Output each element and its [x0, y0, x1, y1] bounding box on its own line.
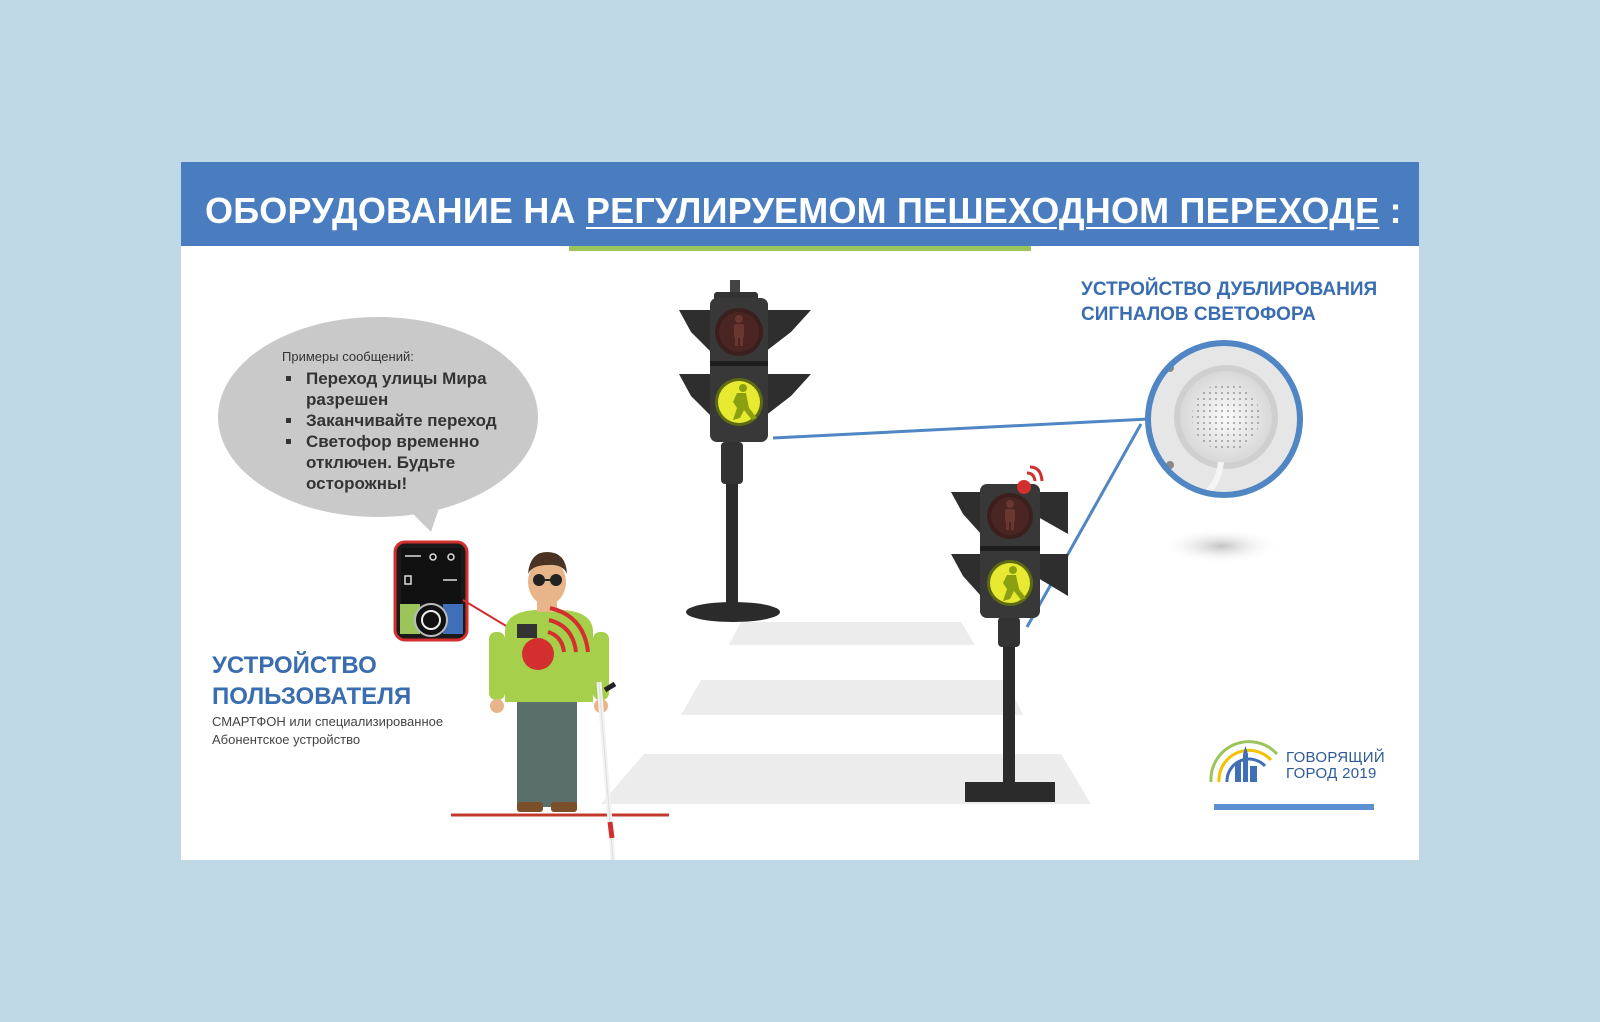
pedestrian-icon	[733, 384, 757, 420]
examples-list: Переход улицы Мира разрешен Заканчивайте…	[282, 368, 512, 494]
brand-name: ГОВОРЯЩИЙ ГОРОД 2019	[1286, 750, 1416, 782]
user-device-subtitle-line2: Абонентское устройство	[212, 732, 361, 747]
title-banner: ОБОРУДОВАНИЕ НА РЕГУЛИРУЕМОМ ПЕШЕХОДНОМ …	[181, 162, 1419, 246]
brand-logo	[1209, 740, 1279, 783]
list-item: Светофор временно отключен. Будьте остор…	[282, 431, 512, 494]
brand-name-line2: ГОРОД 2019	[1286, 765, 1377, 782]
traffic-light-icon	[679, 280, 811, 622]
list-item: Переход улицы Мира разрешен	[282, 368, 512, 410]
speaker-icon	[1145, 340, 1303, 564]
traffic-light-icon	[951, 465, 1068, 802]
list-item: Заканчивайте переход	[282, 410, 512, 431]
user-device-label-line2: ПОЛЬЗОВАТЕЛЯ	[212, 683, 412, 710]
pedestrian-icon	[1003, 566, 1026, 601]
duplicator-label-line1: УСТРОЙСТВО ДУБЛИРОВАНИЯ	[1081, 279, 1378, 300]
brand-rule	[1214, 804, 1374, 810]
smartphone-icon	[393, 540, 537, 645]
duplicator-label-line2: СИГНАЛОВ СВЕТОФОРА	[1081, 304, 1316, 325]
page-title: ОБОРУДОВАНИЕ НА РЕГУЛИРУЕМОМ ПЕШЕХОДНОМ …	[205, 190, 1402, 232]
brand-name-line1: ГОВОРЯЩИЙ	[1286, 749, 1385, 766]
user-device-subtitle-line1: СМАРТФОН или специализированное	[212, 714, 444, 729]
examples-heading: Примеры сообщений:	[282, 349, 414, 364]
title-accent-rule	[569, 246, 1031, 251]
user-device-subtitle: СМАРТФОН или специализированное Абонентс…	[212, 713, 512, 749]
slide: ОБОРУДОВАНИЕ НА РЕГУЛИРУЕМОМ ПЕШЕХОДНОМ …	[181, 162, 1419, 860]
title-tail: :	[1379, 190, 1402, 231]
crossing-illustration	[218, 280, 1303, 860]
signal-waves-icon	[547, 606, 590, 653]
white-cane-icon	[596, 681, 617, 860]
duplicator-label: УСТРОЙСТВО ДУБЛИРОВАНИЯ СИГНАЛОВ СВЕТОФО…	[1081, 277, 1411, 327]
person-icon	[451, 552, 669, 860]
user-device-label: УСТРОЙСТВО ПОЛЬЗОВАТЕЛЯ	[212, 650, 472, 712]
zebra-crossing	[601, 622, 1091, 804]
title-lead: ОБОРУДОВАНИЕ НА	[205, 190, 576, 231]
speech-bubble	[218, 317, 538, 532]
title-highlight: РЕГУЛИРУЕМОМ ПЕШЕХОДНОМ ПЕРЕХОДЕ	[585, 190, 1380, 231]
user-device-label-line1: УСТРОЙСТВО	[212, 652, 377, 679]
connector-lines	[772, 417, 1150, 628]
